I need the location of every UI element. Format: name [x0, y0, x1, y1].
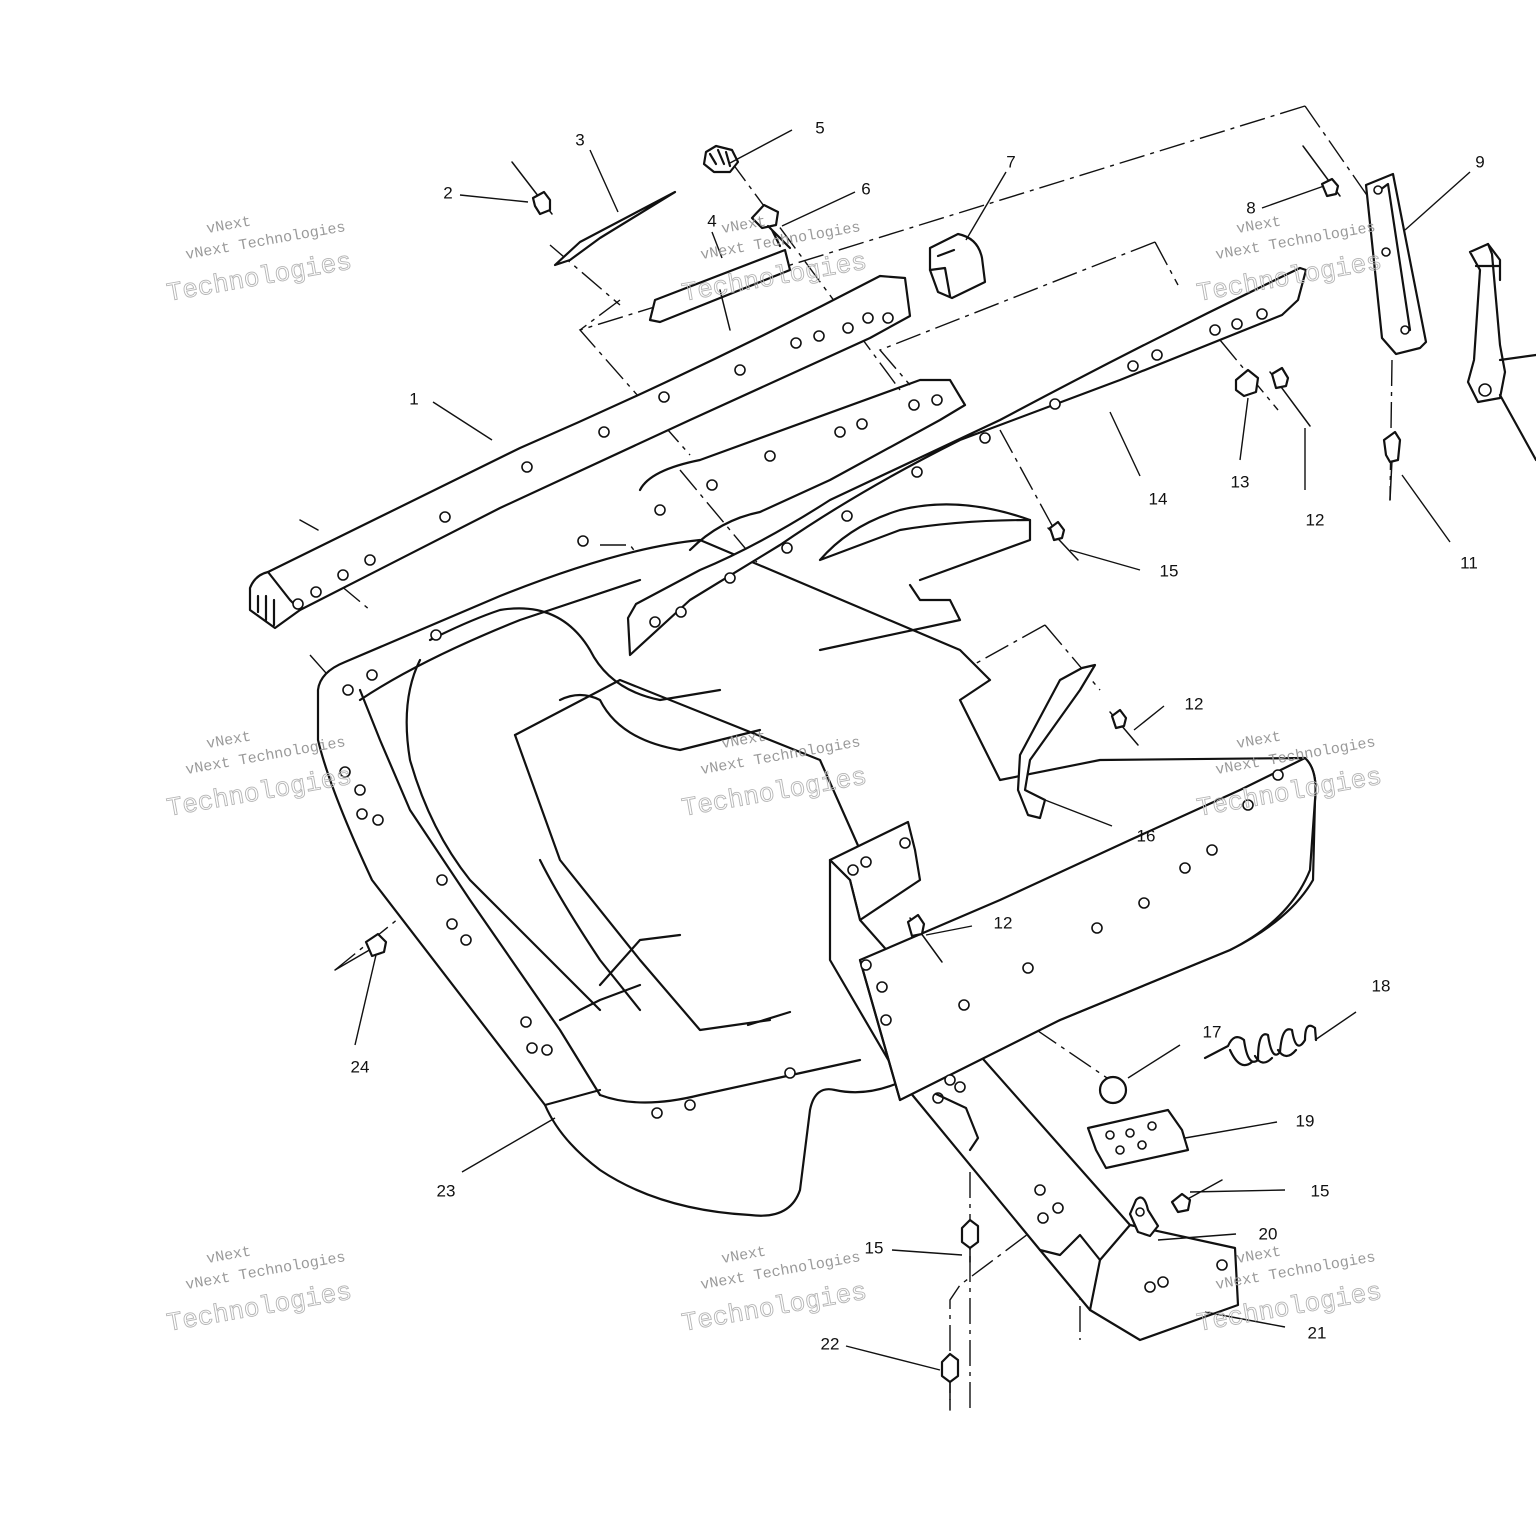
callout-7: 7: [1006, 152, 1015, 171]
watermark-brand: vNext: [205, 728, 252, 753]
part-9-hinge: [1364, 172, 1428, 356]
watermark-brand: vNext: [1235, 213, 1282, 238]
callout-17: 17: [1203, 1022, 1222, 1041]
callout-12-lower: 12: [994, 913, 1013, 932]
leader-lines: [354, 129, 1471, 1371]
watermark-top-left: vNext vNext Technologies Technologies: [164, 213, 354, 309]
part-20-clip: [1128, 1196, 1160, 1238]
part-7-block: [928, 232, 987, 300]
callout-3: 3: [575, 130, 584, 149]
callout-22: 22: [821, 1334, 840, 1353]
callout-14: 14: [1149, 489, 1168, 508]
callout-24: 24: [351, 1057, 370, 1076]
callout-15-lower: 15: [865, 1238, 884, 1257]
part-23-holes: [339, 629, 796, 1119]
callout-23: 23: [437, 1181, 456, 1200]
watermark-brand: vNext: [720, 213, 767, 238]
watermark-bottom-center: vNext vNext Technologies Technologies: [679, 1243, 869, 1339]
watermark-brand: vNext: [205, 1243, 252, 1268]
watermark-top-right: vNext vNext Technologies Technologies: [1194, 213, 1384, 309]
callout-5: 5: [815, 118, 824, 137]
callout-9: 9: [1475, 152, 1484, 171]
callout-15-right: 15: [1311, 1181, 1330, 1200]
watermark-brand: vNext: [720, 1243, 767, 1268]
callout-numbers: 1 2 3 4 5 6 7 8 9 11 12 12 12 12 13 14 1…: [351, 118, 1485, 1353]
part-1-upper-bar: [248, 274, 912, 630]
part-5-cap: [702, 144, 740, 174]
part-16-strap: [1016, 663, 1097, 820]
callout-21: 21: [1308, 1323, 1327, 1342]
callout-18: 18: [1372, 976, 1391, 995]
callout-12-top: 12: [1306, 510, 1325, 529]
watermark-bottom-left: vNext vNext Technologies Technologies: [164, 1243, 354, 1339]
watermark-brand: vNext: [1235, 728, 1282, 753]
part-21-side-bracket: [828, 756, 1317, 1342]
fasteners: [334, 145, 1402, 1411]
part-4-strip: [648, 248, 792, 331]
callout-12-middle: 12: [1185, 694, 1204, 713]
callout-2: 2: [443, 183, 452, 202]
part-19-plate: [1086, 1108, 1190, 1170]
watermark-brand: vNext: [1235, 1243, 1282, 1268]
callout-20: 20: [1259, 1224, 1278, 1243]
watermark-brand: vNext: [205, 213, 252, 238]
part-17-plug: [1098, 1075, 1128, 1105]
part-10-latch: [1466, 242, 1536, 462]
callout-11: 11: [1460, 553, 1478, 572]
callout-4: 4: [707, 211, 716, 230]
callout-13: 13: [1231, 472, 1250, 491]
callout-1: 1: [409, 389, 418, 408]
callout-8: 8: [1246, 198, 1255, 217]
callout-16: 16: [1137, 826, 1156, 845]
callout-6: 6: [861, 179, 870, 198]
part-3-clip: [553, 190, 677, 267]
part-18-spring: [1203, 1024, 1318, 1067]
part-6-screw: [750, 203, 792, 250]
callout-19: 19: [1296, 1111, 1315, 1130]
part-14-front-rail: [577, 266, 1308, 657]
callout-15-upper: 15: [1160, 561, 1179, 580]
